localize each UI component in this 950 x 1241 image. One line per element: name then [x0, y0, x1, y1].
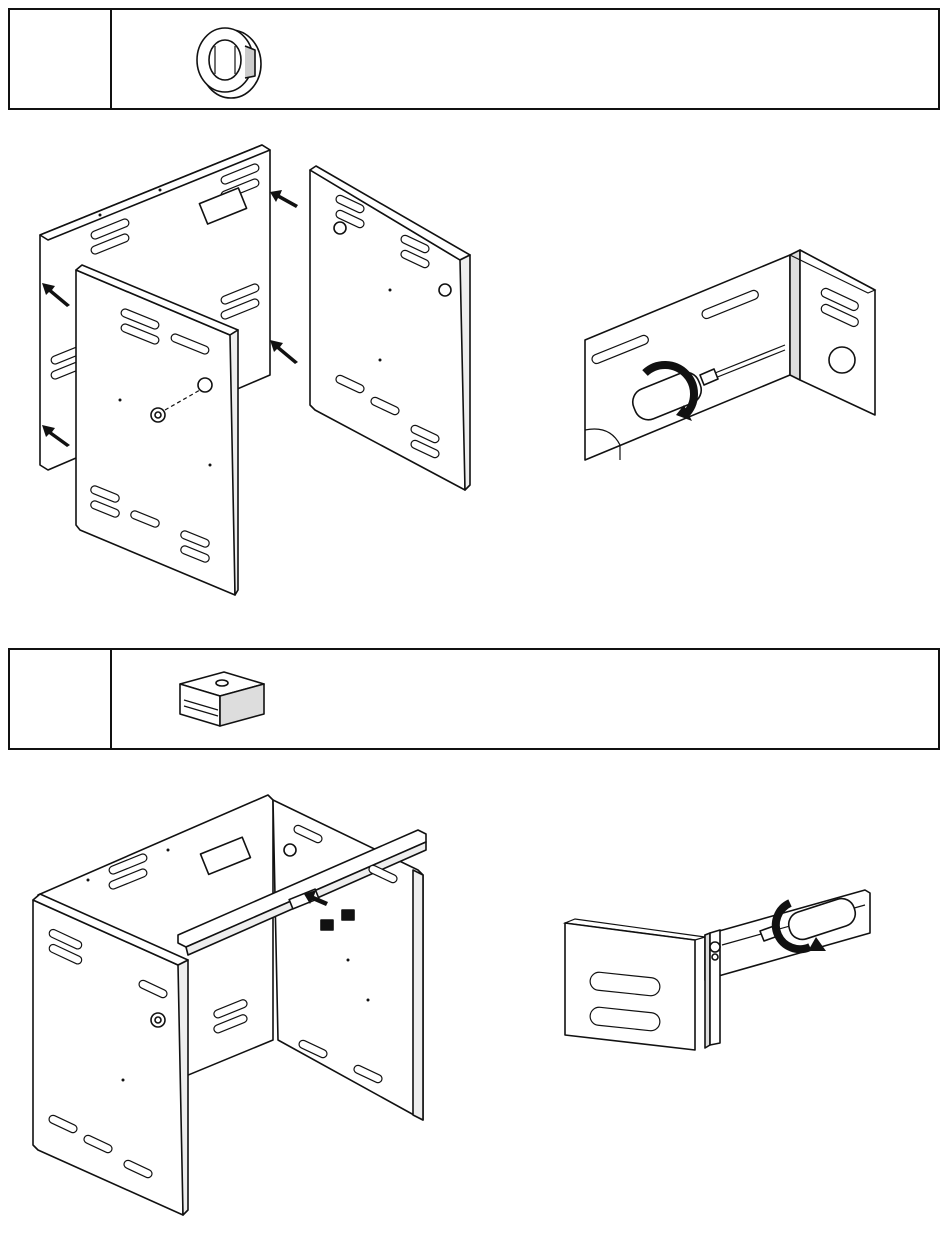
- parts-box-2: [8, 648, 940, 750]
- step-number-cell: [10, 650, 112, 748]
- panel-bracket-detail-screwdriver: [580, 245, 880, 465]
- cabinet-frame-crossbar-assembly: [28, 790, 428, 1220]
- cabinet-side-panels-exploded: [30, 140, 480, 600]
- clip-nut-icon: [172, 664, 272, 740]
- parts-box-1: [8, 8, 940, 110]
- grommet-ring-icon: [185, 16, 275, 106]
- crossbar-bracket-detail-screwdriver: [560, 885, 880, 1055]
- step-number-cell: [10, 10, 112, 108]
